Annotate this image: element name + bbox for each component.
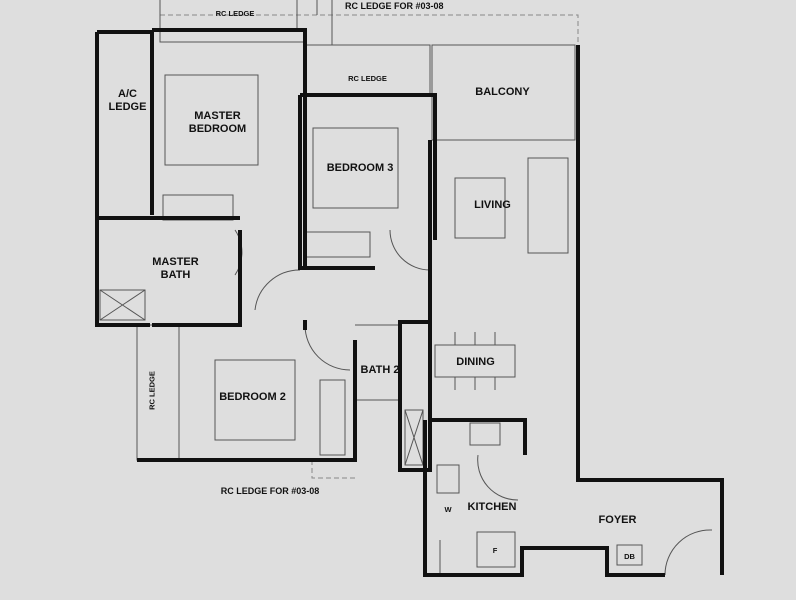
room-label-bedroom-2: BEDROOM 2 [219, 391, 286, 403]
room-label-bath-2: BATH 2 [360, 364, 400, 376]
room-label-dining: DINING [456, 356, 495, 368]
shaft-marks [99, 289, 424, 466]
fridge-label: F [492, 546, 498, 555]
room-label-balcony: BALCONY [475, 86, 530, 98]
ledge-label-top: RC LEDGE [215, 9, 255, 18]
db-label: DB [624, 552, 635, 561]
ledge-label-bottom-unit: RC LEDGE FOR #03-08 [220, 486, 320, 496]
room-label-bedroom-3: BEDROOM 3 [326, 162, 394, 174]
washer-label: W [444, 505, 452, 514]
ledge-label-middle: RC LEDGE [348, 74, 387, 83]
walls [95, 28, 724, 577]
ledge-label-top-unit: RC LEDGE FOR #03-08 [345, 1, 475, 12]
room-label-living: LIVING [474, 199, 511, 211]
ledge-label-side: RC LEDGE [147, 371, 157, 410]
room-label-master-bath: MASTER BATH [152, 256, 199, 281]
room-label-master-bedroom: MASTER BEDROOM [188, 110, 247, 135]
room-label-foyer: FOYER [598, 514, 637, 526]
room-label-kitchen: KITCHEN [467, 501, 517, 513]
room-label-ac-ledge: A/C LEDGE [108, 88, 147, 113]
